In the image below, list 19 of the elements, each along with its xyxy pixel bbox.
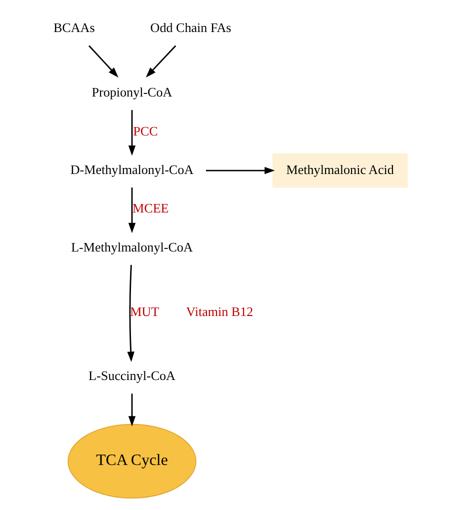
arrow: [128, 110, 136, 156]
node-text: Propionyl-CoA: [92, 84, 172, 100]
label: Vitamin B12: [186, 304, 254, 319]
edge-label: PCC: [133, 123, 158, 138]
arrow: [128, 188, 136, 234]
node-text: BCAAs: [53, 20, 95, 36]
node-text: L-Methylmalonyl-CoA: [71, 239, 193, 254]
arrow: [206, 166, 275, 174]
arrow: [127, 264, 134, 362]
node-text: Odd Chain FAs: [150, 20, 232, 36]
arrow: [128, 394, 136, 426]
node-box: Methylmalonic Acid: [272, 153, 408, 188]
arrow: [146, 45, 176, 78]
node-ellipse: TCA Cycle: [68, 424, 196, 499]
edge-label: MCEE: [132, 200, 169, 216]
node-text: L-Succinyl-CoA: [88, 368, 176, 384]
arrow: [88, 45, 118, 78]
node-text: D-Methylmalonyl-CoA: [70, 162, 194, 177]
edge-label: MUT: [130, 304, 160, 319]
